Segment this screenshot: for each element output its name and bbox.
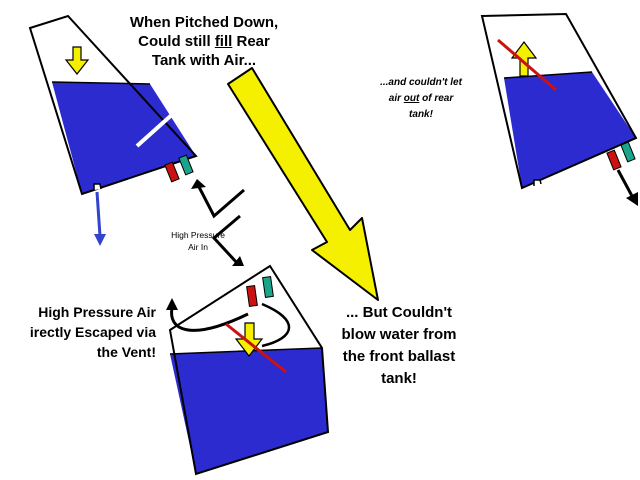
tank-3-strike: [497, 38, 557, 92]
tank-3-outline: [480, 12, 638, 190]
tank-2-inlet-valve: [246, 284, 258, 308]
label-escaped-via-vent: High Pressure Air irectly Escaped via th…: [29, 304, 156, 360]
tank-2-water: [170, 348, 328, 474]
tank-2-outline: [168, 264, 330, 476]
big-yellow-arrow: [227, 67, 379, 301]
tank-1-vent: [93, 183, 102, 190]
tank-1-yellow-down-arrow: [64, 46, 90, 75]
tank-pitched-down: [28, 14, 198, 246]
tank-1-white-arrow: [171, 105, 183, 118]
label-couldnt-let-air-out: ...and couldn't let air out of rear tank…: [380, 77, 462, 120]
tank-1-vent-valve: [178, 154, 194, 176]
label-pitched-down: When Pitched Down, Could still fill Rear…: [129, 14, 279, 69]
tank-3-out-arrow: [626, 192, 638, 206]
tank-3-inlet-valve: [606, 149, 622, 171]
tank-2-strike: [225, 322, 287, 374]
air-feed-arrow-bottom: [211, 214, 241, 266]
tank-1-outline: [28, 14, 198, 196]
tank-1-inlet-valve: [164, 161, 180, 183]
tank-3-yellow-up-arrow: [510, 41, 538, 77]
label-high-pressure-air-in: High Pressure Air In: [171, 230, 225, 252]
tank-2-vent-valve: [262, 275, 274, 299]
label-couldnt-blow-water: ... But Couldn't blow water from the fro…: [341, 304, 457, 387]
air-feed-arrow-top: [196, 184, 245, 219]
tank-2-escape-arrow: [170, 307, 249, 332]
tank-1-blue-down-arrow: [94, 234, 106, 246]
tank-bottom: [166, 264, 330, 476]
tank-1-water: [52, 82, 196, 194]
tank-right: [480, 12, 638, 206]
tank-3-vent-valve: [620, 141, 636, 163]
tank-3-water: [504, 72, 636, 188]
